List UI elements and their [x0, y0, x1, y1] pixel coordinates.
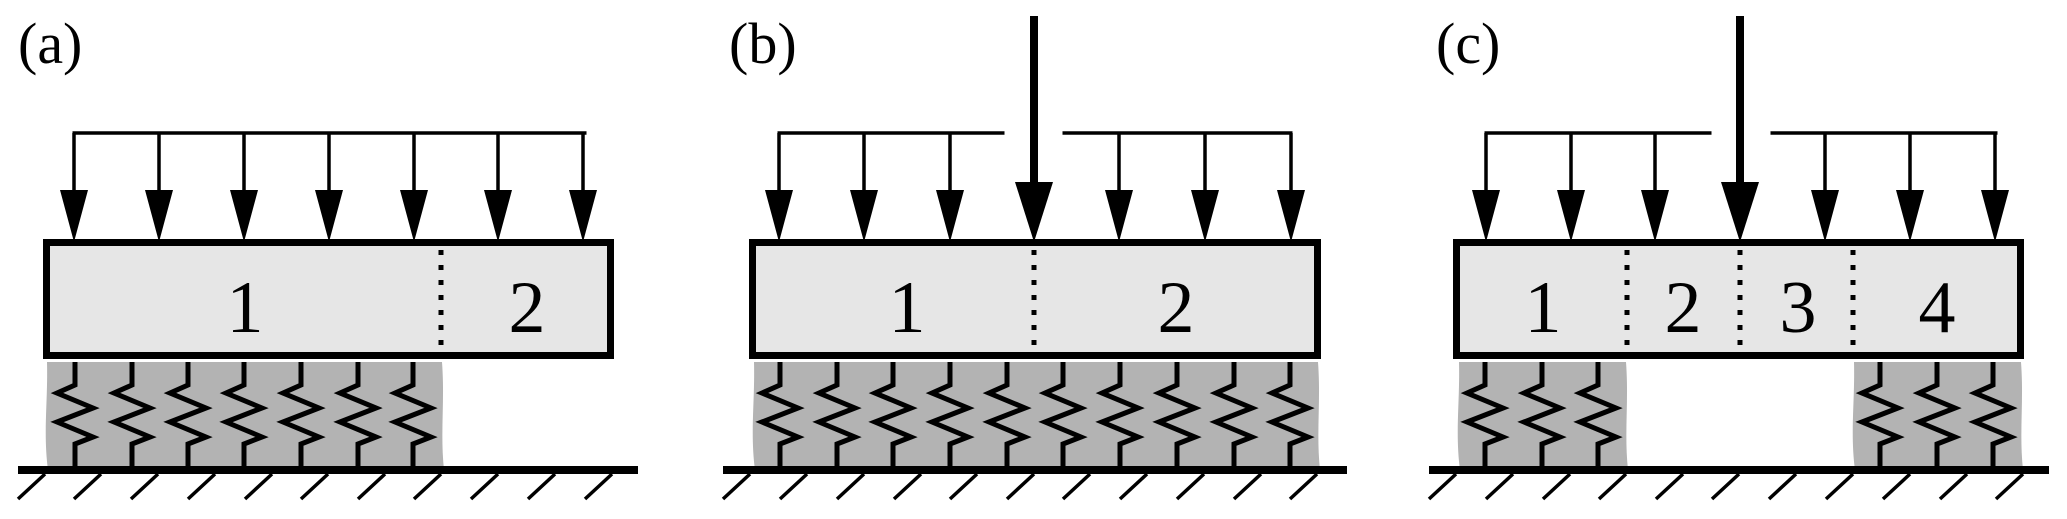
arrow-down-icon [484, 190, 512, 242]
arrow-down-icon [230, 190, 258, 242]
panel-label-c: (c) [1436, 11, 1500, 76]
segment-label: 1 [889, 267, 926, 349]
arrow-down-icon [1105, 190, 1133, 242]
spring [1968, 362, 2018, 470]
arrow-down-icon [1472, 190, 1500, 242]
point-load-arrow-icon [1015, 182, 1053, 242]
ground-hatch [1938, 472, 1969, 501]
ground-hatch [186, 472, 217, 501]
ground-hatch [948, 472, 979, 501]
ground-hatch [243, 472, 274, 501]
ground-hatch [1824, 472, 1855, 501]
ground-hatch [356, 472, 387, 501]
ground-hatch [892, 472, 923, 501]
ground-hatch [778, 472, 809, 501]
spring [1265, 362, 1315, 470]
ground-hatch [1767, 472, 1798, 501]
spring [925, 362, 975, 470]
panel-a: (a) 1 2 [16, 11, 638, 501]
arrow-down-icon [1277, 190, 1305, 242]
ground-hatch [412, 472, 443, 501]
panel-label-a: (a) [18, 11, 82, 76]
ground-hatch [1061, 472, 1092, 501]
segment-label: 2 [1158, 267, 1195, 349]
arrow-down-icon [315, 190, 343, 242]
segment-label: 1 [1525, 267, 1562, 349]
arrow-down-icon [936, 190, 964, 242]
point-load-arrow-icon [1721, 182, 1759, 242]
segment-label: 2 [509, 267, 546, 349]
segment-label: 4 [1919, 267, 1956, 349]
ground-hatch [835, 472, 866, 501]
panel-b: (b) 1 2 [721, 11, 1347, 501]
spring [812, 362, 862, 470]
arrow-down-icon [569, 190, 597, 242]
ground-hatch [72, 472, 103, 501]
ground-hatch [1427, 472, 1458, 501]
arrow-down-icon [1981, 190, 2009, 242]
ground-hatch [526, 472, 557, 501]
arrow-down-icon [1811, 190, 1839, 242]
ground-hatch [1710, 472, 1741, 501]
spring [1912, 362, 1962, 470]
ground-hatch [1881, 472, 1912, 501]
ground-hatch [1288, 472, 1319, 501]
spring [1460, 362, 1510, 470]
spring [1095, 362, 1145, 470]
arrow-down-icon [1896, 190, 1924, 242]
arrow-down-icon [145, 190, 173, 242]
ground-hatch [1118, 472, 1149, 501]
ground-hatch [583, 472, 614, 501]
spring [868, 362, 918, 470]
spring [107, 362, 157, 470]
arrow-down-icon [765, 190, 793, 242]
ground-hatch [1005, 472, 1036, 501]
panel-c: (c) 1 2 3 4 [1427, 11, 2049, 501]
ground-hatch [299, 472, 330, 501]
spring [276, 362, 326, 470]
ground-hatch [1541, 472, 1572, 501]
spring [50, 362, 100, 470]
spring [1855, 362, 1905, 470]
arrow-down-icon [1557, 190, 1585, 242]
ground-hatch [1232, 472, 1263, 501]
arrow-down-icon [400, 190, 428, 242]
spring [1209, 362, 1259, 470]
ground-hatch [1597, 472, 1628, 501]
segment-label: 1 [227, 267, 264, 349]
spring [333, 362, 383, 470]
ground-hatch [1484, 472, 1515, 501]
ground-hatch [16, 472, 47, 501]
arrow-down-icon [1641, 190, 1669, 242]
ground-hatch [1994, 472, 2025, 501]
segment-label: 2 [1665, 267, 1702, 349]
spring [1152, 362, 1202, 470]
arrow-down-icon [1191, 190, 1219, 242]
ground-hatch [469, 472, 500, 501]
ground-hatch [129, 472, 160, 501]
spring [982, 362, 1032, 470]
spring [388, 362, 438, 470]
arrow-down-icon [60, 190, 88, 242]
spring [1038, 362, 1088, 470]
spring [755, 362, 805, 470]
spring [1517, 362, 1567, 470]
spring [219, 362, 269, 470]
ground-hatch [1654, 472, 1685, 501]
ground-hatch [721, 472, 752, 501]
segment-label: 3 [1780, 267, 1817, 349]
spring [1573, 362, 1623, 470]
panel-label-b: (b) [729, 11, 797, 76]
beam [43, 239, 614, 359]
ground-hatch [1175, 472, 1206, 501]
arrow-down-icon [850, 190, 878, 242]
spring [163, 362, 213, 470]
